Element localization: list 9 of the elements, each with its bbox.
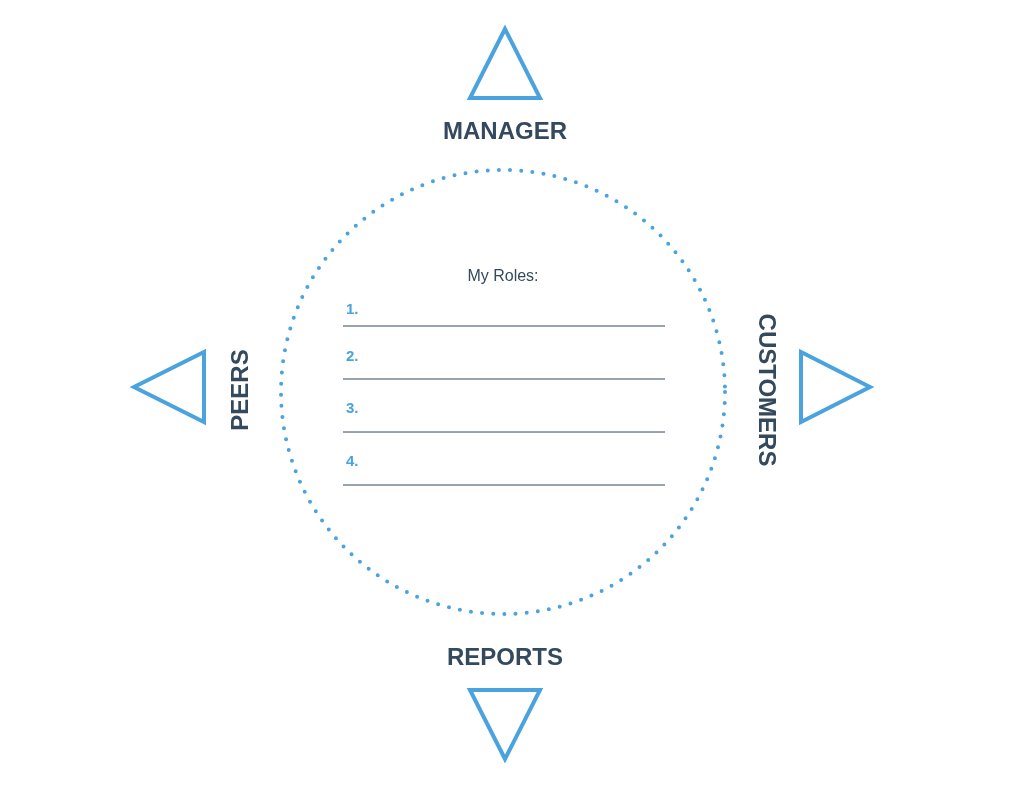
heading: My Roles: — [466, 267, 540, 285]
item-number: 3. — [346, 398, 359, 416]
role-label: CUSTOMERS — [753, 313, 781, 467]
item-number: 4. — [346, 451, 359, 469]
item-number: 2. — [346, 346, 359, 364]
item-number: 1. — [346, 299, 359, 317]
role-label: PEERS — [226, 349, 254, 431]
role-label: MANAGER — [443, 117, 567, 145]
role-label: REPORTS — [447, 643, 563, 671]
